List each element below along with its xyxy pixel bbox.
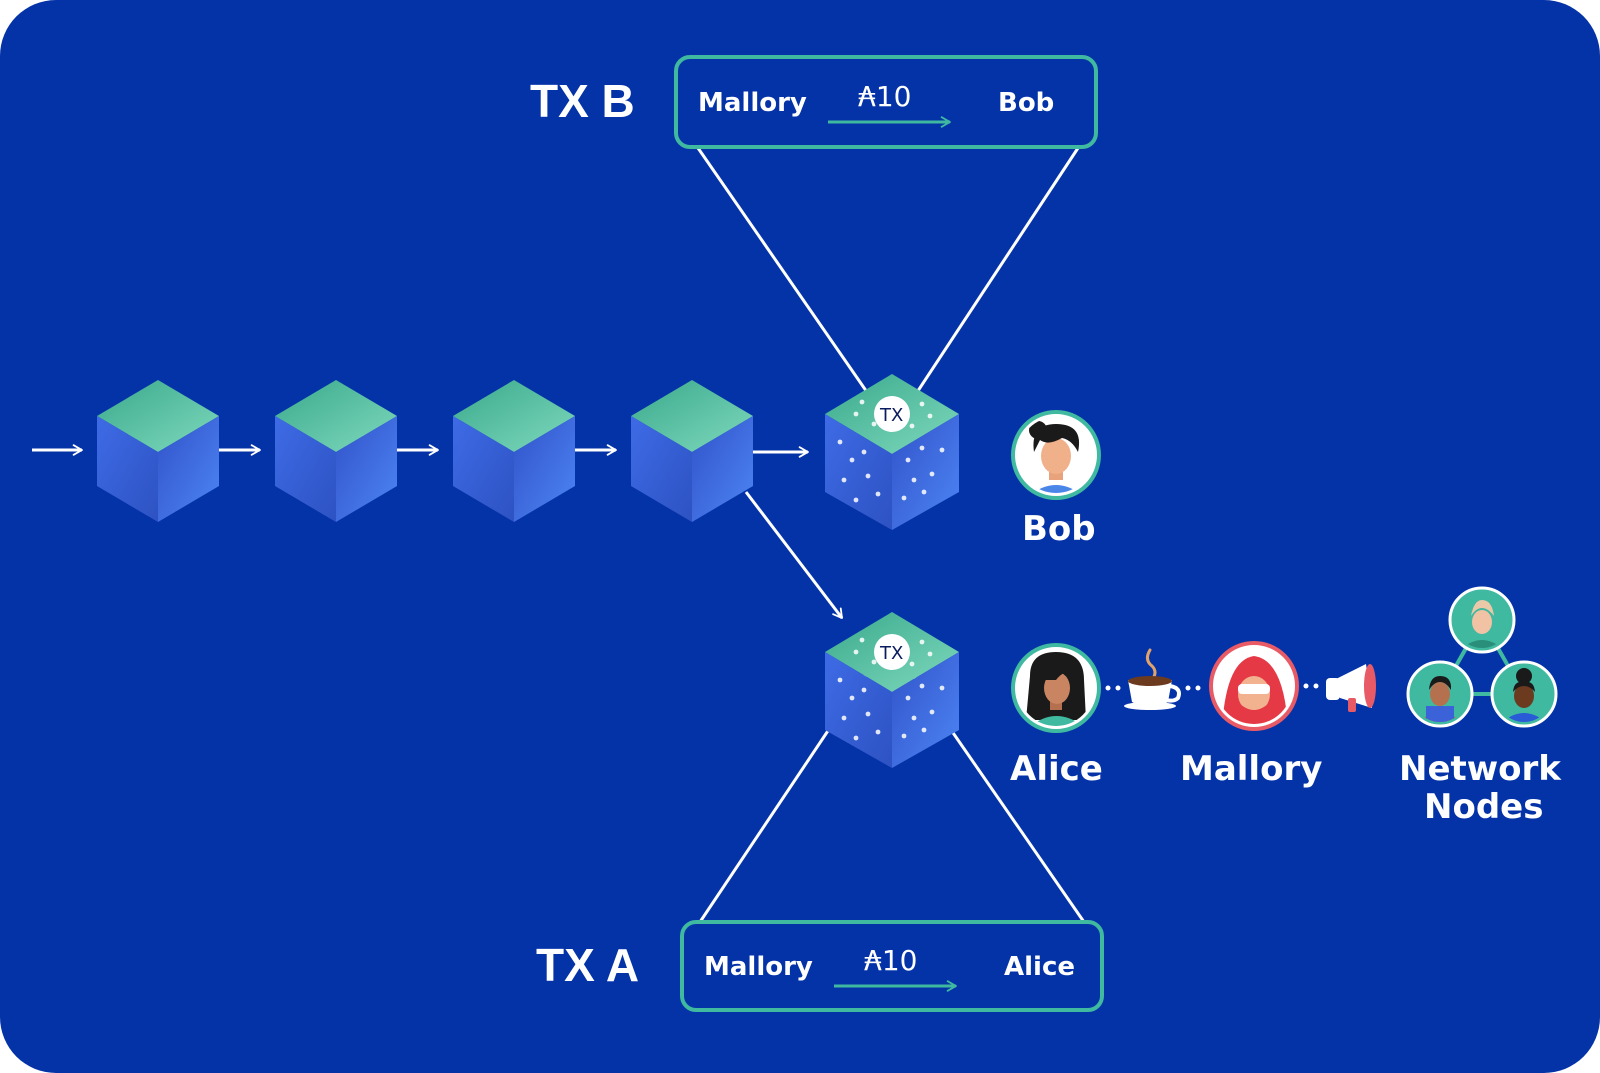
node-avatar-top — [1448, 586, 1516, 654]
tx-a-callout: TX A Mallory ₳10 Alice — [536, 661, 1104, 1012]
chain-arrows — [32, 444, 844, 619]
tx-a-from: Mallory — [704, 952, 813, 982]
megaphone-icon — [1326, 664, 1376, 712]
fork-arrow — [744, 491, 844, 619]
tx-a-title: TX A — [536, 939, 639, 991]
tx-a-amount: ₳10 — [864, 944, 917, 977]
mallory-avatar — [1209, 641, 1299, 731]
alice-avatar — [1011, 643, 1101, 733]
bob-label: Bob — [1022, 509, 1096, 549]
tx-b-box — [674, 55, 1098, 149]
alice-mallory-connector — [1105, 685, 1201, 691]
tx-particles — [837, 637, 945, 741]
alice-label: Alice — [1010, 749, 1103, 789]
tx-b-title: TX B — [530, 75, 635, 127]
bob-avatar — [1011, 410, 1101, 500]
block-3 — [453, 380, 575, 522]
block-2 — [275, 380, 397, 522]
fork-block-b: TX — [825, 374, 959, 530]
node-avatar-right — [1490, 660, 1558, 728]
tx-badge — [874, 634, 910, 670]
network-nodes-label-line2: Nodes — [1424, 787, 1543, 827]
tx-badge-label: TX — [879, 405, 903, 426]
mallory-label: Mallory — [1180, 749, 1322, 789]
tx-a-box — [680, 920, 1104, 1012]
tx-badge — [874, 396, 910, 432]
node-avatar-left — [1406, 660, 1474, 728]
network-nodes-label-line1: Network — [1399, 749, 1562, 789]
block-4 — [631, 380, 753, 522]
tx-b-callout: TX B Mallory ₳10 Bob — [530, 55, 1098, 409]
network-nodes-graph — [1406, 586, 1558, 728]
block-1 — [97, 380, 219, 522]
tx-particles — [837, 399, 945, 503]
tx-a-to: Alice — [1004, 952, 1075, 982]
tx-b-amount: ₳10 — [858, 80, 911, 113]
tx-b-connector-left — [696, 147, 880, 409]
mallory-nodes-connector — [1303, 683, 1319, 689]
fork-block-a: TX — [825, 612, 959, 768]
tx-b-to: Bob — [998, 88, 1054, 118]
tx-badge-label: TX — [879, 643, 903, 664]
chain-blocks — [97, 380, 753, 522]
tx-b-connector-right — [906, 147, 1080, 407]
tx-b-from: Mallory — [698, 88, 807, 118]
coffee-cup-icon — [1124, 648, 1181, 710]
